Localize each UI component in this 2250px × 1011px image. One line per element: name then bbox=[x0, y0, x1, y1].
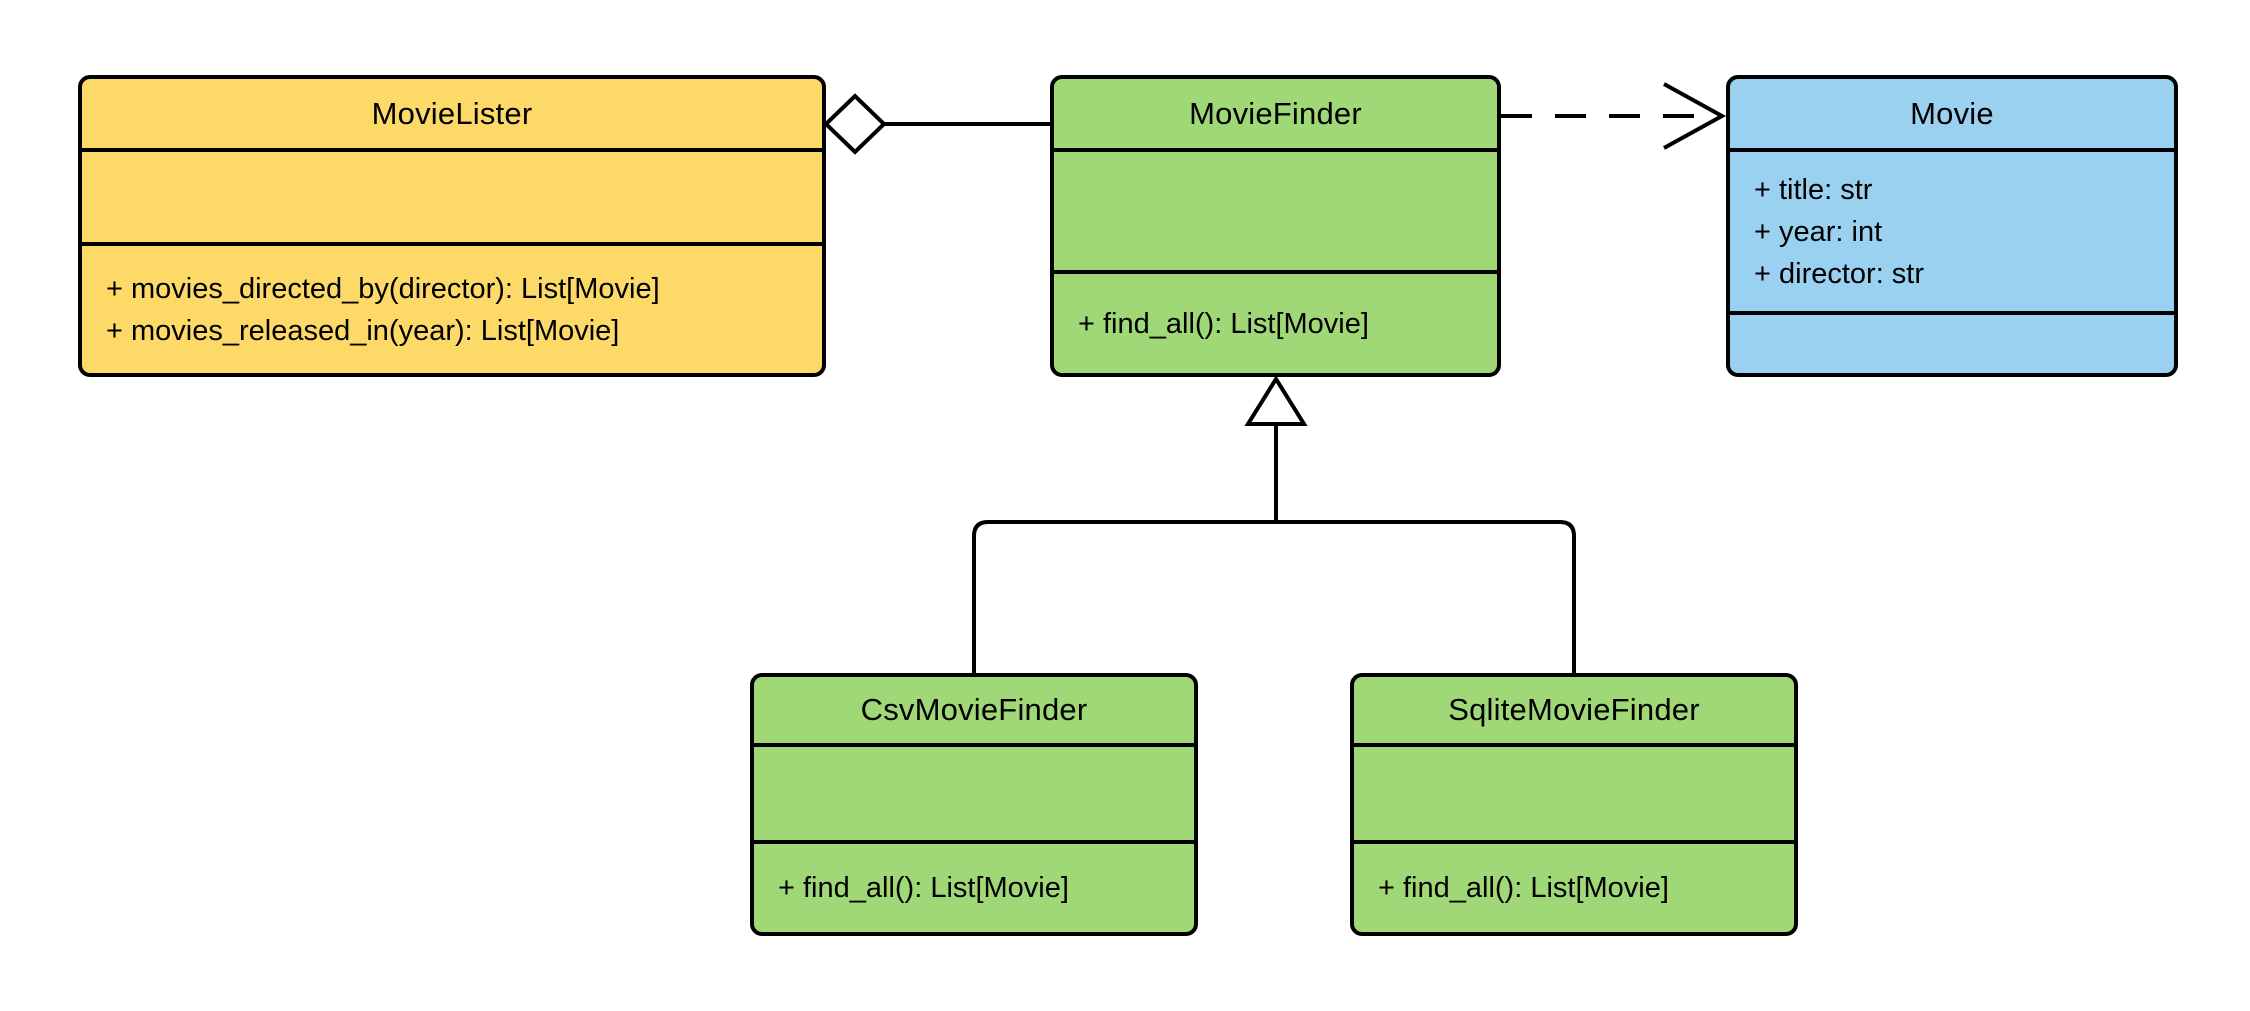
methods-compartment bbox=[1730, 311, 2174, 373]
class-title: MovieFinder bbox=[1189, 95, 1362, 131]
methods-compartment: + find_all(): List[Movie] bbox=[1354, 840, 1794, 932]
hollow-diamond-icon bbox=[823, 93, 887, 155]
attribute-line: + year: int bbox=[1754, 215, 1883, 248]
class-title: SqliteMovieFinder bbox=[1448, 692, 1700, 727]
method-line: + find_all(): List[Movie] bbox=[1378, 872, 1669, 904]
attributes-compartment bbox=[1354, 743, 1794, 840]
attributes-compartment bbox=[82, 148, 822, 242]
methods-compartment: + movies_directed_by(director): List[Mov… bbox=[82, 242, 822, 373]
generalization-edges bbox=[972, 375, 1576, 673]
class-box-moviefinder[interactable]: MovieFinder + find_all(): List[Movie] bbox=[1050, 75, 1501, 377]
generalization-branch-line bbox=[972, 520, 1576, 673]
hollow-triangle-icon bbox=[1244, 375, 1308, 426]
class-title: CsvMovieFinder bbox=[860, 692, 1088, 727]
attribute-line: + title: str bbox=[1754, 173, 1873, 206]
method-line: + movies_released_in(year): List[Movie] bbox=[106, 314, 620, 347]
dependency-edge-moviefinder-movie bbox=[1501, 82, 1727, 150]
class-box-sqlitemoviefinder[interactable]: SqliteMovieFinder + find_all(): List[Mov… bbox=[1350, 673, 1798, 936]
attributes-compartment bbox=[1054, 148, 1497, 270]
class-box-movie[interactable]: Movie + title: str + year: int + directo… bbox=[1726, 75, 2178, 377]
class-box-csvmoviefinder[interactable]: CsvMovieFinder + find_all(): List[Movie] bbox=[750, 673, 1198, 936]
attribute-line: + director: str bbox=[1754, 257, 1925, 290]
method-line: + find_all(): List[Movie] bbox=[778, 872, 1069, 904]
methods-compartment: + find_all(): List[Movie] bbox=[1054, 270, 1497, 373]
method-line: + find_all(): List[Movie] bbox=[1078, 307, 1369, 340]
class-title: MovieLister bbox=[371, 95, 533, 131]
methods-compartment: + find_all(): List[Movie] bbox=[754, 840, 1194, 932]
attributes-compartment bbox=[754, 743, 1194, 840]
open-arrowhead-icon bbox=[1663, 82, 1727, 150]
class-box-movielister[interactable]: MovieLister + movies_directed_by(directo… bbox=[78, 75, 826, 377]
attributes-compartment: + title: str + year: int + director: str bbox=[1730, 148, 2174, 311]
class-title: Movie bbox=[1910, 95, 1994, 131]
method-line: + movies_directed_by(director): List[Mov… bbox=[106, 272, 660, 305]
aggregation-edge-movielister-moviefinder bbox=[823, 93, 1050, 155]
